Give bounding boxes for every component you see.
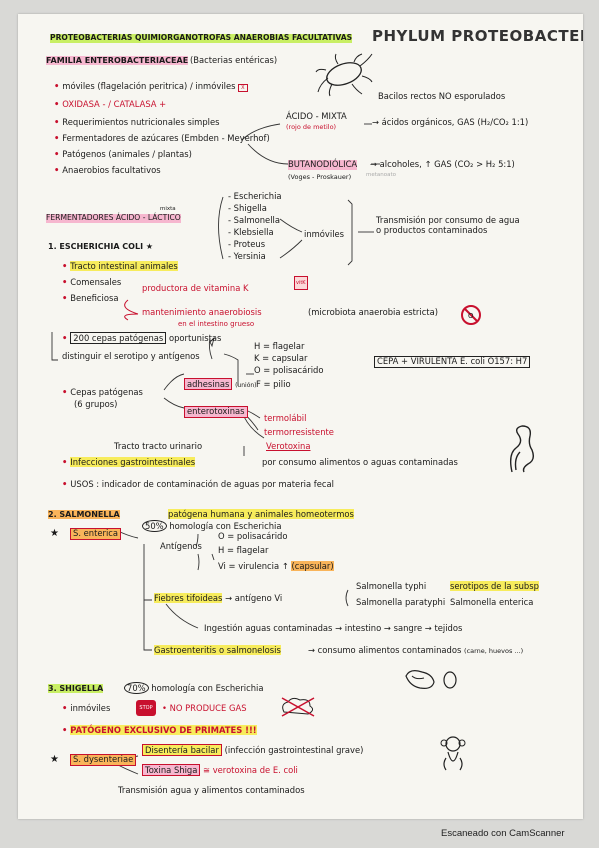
ecoli-enterotoxinas: enterotoxinas [184, 406, 248, 418]
ecoli-grupos: (6 grupos) [74, 399, 118, 409]
butanodiolica: BUTANODIÓLICA [288, 159, 358, 170]
ecoli-por-consumo: por consumo alimentos o aguas contaminad… [262, 457, 458, 467]
genus-shigella: - Shigella [228, 203, 267, 213]
salmonella-typhi: Salmonella typhi [356, 581, 427, 591]
ecoli-adhesinas: adhesinas (unión) [184, 378, 257, 390]
salmonella-paratyphi: Salmonella paratyphi [356, 597, 446, 607]
no-gas-icon [281, 697, 315, 717]
shigella-star: ★ [50, 754, 59, 765]
ecoli-mantenimiento: mantenimiento anaerobiosis [142, 307, 262, 317]
no-oxygen-icon: O [461, 305, 481, 325]
ecoli-verotoxina: Verotoxina [266, 441, 311, 451]
stop-icon: STOP [136, 700, 156, 716]
shigella-transmision: Transmisión agua y alimentos contaminado… [118, 785, 305, 795]
salmonella-o: O = polisacárido [218, 531, 288, 541]
acido-mixta: ÁCIDO - MIXTA [286, 111, 347, 121]
inmoviles-text: inmóviles [304, 229, 345, 239]
fermentadores-mixta-note: mixta [160, 206, 176, 212]
antigen-f: F = pilio [256, 379, 291, 389]
ecoli-intestino: en el intestino grueso [178, 320, 255, 328]
ecoli-cepas: • 200 cepas patógenas oportunistas [62, 332, 222, 344]
genus-salmonella: - Salmonella [228, 215, 280, 225]
scanner-footer: Escaneado con CamScanner [441, 828, 565, 839]
familia-item-6: • Anaerobios facultativos [54, 165, 161, 175]
shigella-heading: 3. SHIGELLA [48, 684, 104, 693]
ecoli-distinguir: distinguir el serotipo y antígenos [62, 351, 200, 361]
ecoli-termolabil: termolábil [264, 413, 307, 423]
salmonella-patogena: patógena humana y animales homeotermos [168, 509, 354, 519]
antigen-h: H = flagelar [254, 341, 305, 351]
salmonella-h: H = flagelar [218, 545, 269, 555]
shigella-no-gas: • NO PRODUCE GAS [162, 703, 247, 713]
shigella-toxina: Toxina Shiga ≅ verotoxina de E. coli [142, 764, 298, 776]
ecoli-cepas-pat: • Cepas patógenas [62, 387, 143, 397]
acido-mixta-sub: (rojo de metilo) [286, 123, 337, 131]
salmonella-vi: Vi = virulencia ↑ (capsular) [218, 561, 334, 571]
familia-item-5: • Patógenos (animales / plantas) [54, 149, 192, 159]
butanodiolica-note: metanoato [366, 172, 397, 178]
notes-sheet: PROTEOBACTERIAS QUIMIORGANOTROFAS ANAERO… [18, 14, 583, 819]
page-title: PHYLUM PROTEOBACTERIA [372, 27, 583, 45]
vitamin-k-icon: vitK [294, 276, 308, 290]
familia-note: (Bacterias entéricas) [190, 55, 278, 65]
bacillus-icon [315, 53, 373, 97]
bacilos-text: Bacilos rectos NO esporulados [378, 91, 506, 101]
ecoli-infecciones: • Infecciones gastrointestinales [62, 457, 196, 467]
salmonella-ingestion: Ingestión aguas contaminadas → intestino… [204, 623, 463, 633]
monkey-icon [440, 736, 466, 771]
ecoli-usos: • USOS : indicador de contaminación de a… [62, 479, 334, 489]
connector-lines [51, 123, 380, 775]
butanodiolica-sub: (Voges - Proskauer) [288, 173, 352, 181]
s-dysenteriae: S. dysenteriae [70, 754, 137, 766]
x-icon: X [238, 84, 248, 92]
ecoli-termorresistente: termorresistente [264, 427, 334, 437]
fermentadores-transmision: Transmisión por consumo de agua o produc… [376, 215, 520, 235]
salmonella-star: ★ [50, 528, 59, 539]
antigen-o: O = polisacárido [254, 365, 324, 375]
butanodiolica-result: → alcoholes, ↑ GAS (CO₂ > H₂ 5:1) [370, 159, 515, 169]
shigella-inmoviles: • inmóviles [62, 703, 111, 713]
shigella-homologia: 70% homología con Escherichia [124, 682, 263, 694]
cepa-virulenta: CEPA + VIRULENTA E. coli O157: H7 [374, 356, 531, 368]
shigella-patogeno: • PATÓGENO EXCLUSIVO DE PRIMATES !!! [62, 725, 257, 735]
salmonella-serotipos: serotipos de la subsp [450, 581, 539, 591]
salmonella-antigenos: Antígenos [160, 541, 202, 551]
salmonella-fiebres: Fiebres tifoideas → antígeno Vi [154, 593, 283, 603]
genus-proteus: - Proteus [228, 239, 266, 249]
ecoli-heading: 1. ESCHERICHIA COLI ★ [48, 242, 154, 251]
salmonella-gastro: Gastroenteritis o salmonelosis [154, 645, 281, 655]
ecoli-item-3: • Beneficiosa [62, 293, 119, 303]
svg-text:O: O [468, 312, 474, 320]
antigen-k: K = capsular [254, 353, 308, 363]
ecoli-productora: productora de vitamina K [142, 283, 249, 293]
salmonella-heading: 2. SALMONELLA [48, 510, 120, 519]
familia-item-2: • OXIDASA - / CATALASA + [54, 99, 167, 109]
shigella-disenteria: Disentería bacilar (infección gastrointe… [142, 744, 363, 756]
familia-item-1: • móviles (flagelación peritrica) / inmó… [54, 81, 248, 92]
ecoli-item-2: • Comensales [62, 277, 122, 287]
familia-item-3: • Requerimientos nutricionales simples [54, 117, 220, 127]
acido-mixta-result: → ácidos orgánicos, GAS (H₂/CO₂ 1:1) [372, 117, 529, 127]
intestine-icon [509, 425, 535, 473]
fermentadores-heading: FERMENTADORES ÁCIDO - LÁCTICO [46, 213, 181, 223]
salmonella-homologia: 50% homología con Escherichia [142, 520, 281, 532]
familia-heading: FAMILIA ENTEROBACTERIACEAE [46, 56, 189, 66]
s-enterica: S. enterica [70, 528, 122, 540]
familia-item-4: • Fermentadores de azúcares (Embden - Me… [54, 133, 270, 143]
genus-escherichia: - Escherichia [228, 191, 282, 201]
ecoli-microbiota: (microbiota anaerobia estricta) [308, 307, 438, 317]
salmonella-enterica-text: Salmonella enterica [450, 597, 534, 607]
salmonella-consumo: → consumo alimentos contaminados (carne,… [308, 645, 524, 655]
genus-klebsiella: - Klebsiella [228, 227, 274, 237]
genus-yersinia: - Yersinia [228, 251, 266, 261]
ecoli-tracto-urinario: Tracto tracto urinario [114, 441, 203, 451]
banner-title: PROTEOBACTERIAS QUIMIORGANOTROFAS ANAERO… [50, 33, 353, 43]
chicken-egg-icon [405, 670, 457, 689]
ecoli-item-1: • Tracto intestinal animales [62, 261, 178, 271]
